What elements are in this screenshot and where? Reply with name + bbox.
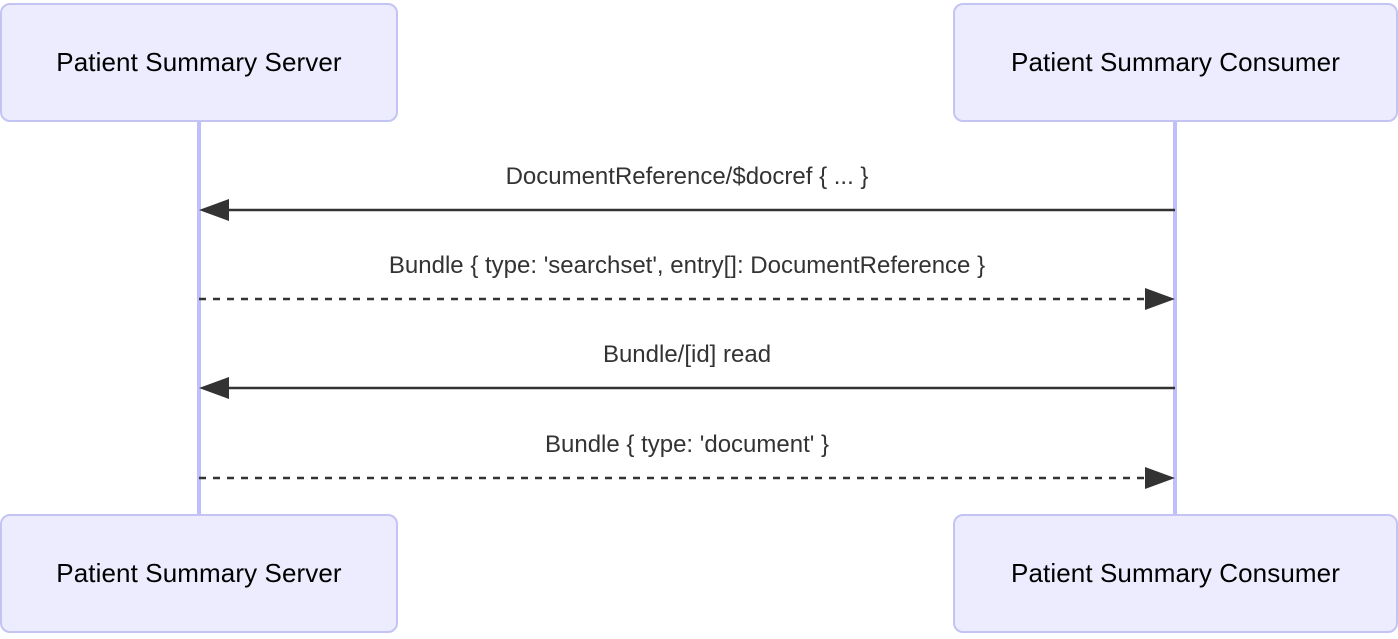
participant-bottom-consumer[interactable]: Patient Summary Consumer	[953, 514, 1398, 633]
message-label-3: Bundle/[id] read	[602, 341, 772, 368]
message-arrow-3	[199, 377, 1175, 399]
participant-top-consumer-label: Patient Summary Consumer	[1011, 47, 1340, 77]
participant-bottom-consumer-label: Patient Summary Consumer	[1011, 558, 1340, 588]
participant-top-consumer[interactable]: Patient Summary Consumer	[953, 3, 1398, 122]
participant-top-server-label: Patient Summary Server	[56, 47, 342, 77]
message-label-4: Bundle { type: 'document' }	[544, 431, 830, 458]
message-label-1: DocumentReference/$docref { ... }	[505, 163, 869, 190]
message-arrow-2	[199, 288, 1175, 310]
lifeline-server	[197, 122, 201, 518]
message-arrow-1	[199, 199, 1175, 221]
participant-top-server[interactable]: Patient Summary Server	[0, 3, 398, 122]
message-arrow-4	[199, 467, 1175, 489]
participant-bottom-server-label: Patient Summary Server	[56, 558, 342, 588]
message-label-2: Bundle { type: 'searchset', entry[]: Doc…	[388, 252, 986, 279]
participant-bottom-server[interactable]: Patient Summary Server	[0, 514, 398, 633]
lifeline-consumer	[1173, 122, 1177, 518]
